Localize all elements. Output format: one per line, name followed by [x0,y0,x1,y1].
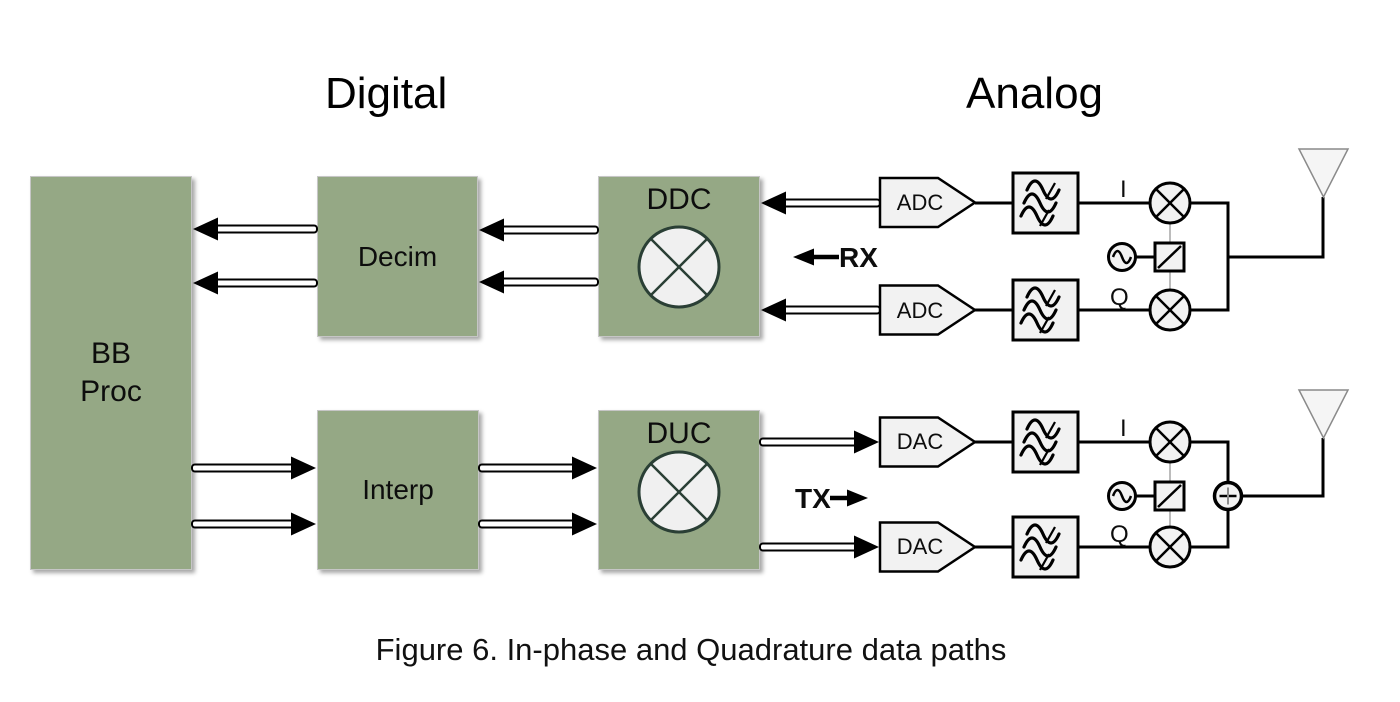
adc-i-label: ADC [896,190,944,215]
bandpass-filter-icon [1011,171,1080,235]
block-ddc: DDC [598,176,760,337]
bandpass-filter-icon [1011,515,1080,579]
double-arrow-right [759,430,879,454]
adc-q-shape [878,284,978,336]
mixer-icon [1148,420,1192,464]
block-bb-proc: BB Proc [30,176,192,570]
double-arrow-left [479,218,599,242]
double-arrow-left [479,270,599,294]
dac-q-shape [878,521,978,573]
double-arrow-right [191,512,316,536]
double-arrow-right [478,512,597,536]
double-arrow-left [193,271,318,295]
converter-shapes [878,176,978,573]
mixer-icon [1148,181,1192,225]
tx-antenna-icon [1298,389,1349,496]
phase-shift-icon [1153,480,1186,512]
local-oscillator-icon [1107,481,1137,511]
section-heading-digital: Digital [325,69,448,118]
rx-q-label: Q [1110,284,1129,311]
analog-wires [975,197,1325,549]
block-ddc-label: DDC [646,183,712,216]
block-decim: Decim [317,176,478,337]
rx-i-label: I [1120,176,1127,203]
phase-shift-icon [1153,241,1186,273]
block-bb-proc-label: BB Proc [80,337,142,408]
tx-direction-arrow [830,489,868,507]
dac-i-shape [878,416,978,468]
double-arrow-right [759,535,879,559]
dac-i-label: DAC [896,429,944,454]
rx-label: RX [839,242,878,273]
bus-arrows-rx [193,191,881,322]
dac-q-label: DAC [896,534,944,559]
tx-q-label: Q [1110,521,1129,548]
bus-arrows-tx [191,430,879,559]
duc-mixer-icon [637,450,721,534]
double-arrow-left [761,298,881,322]
double-arrow-right [191,456,316,480]
ddc-mixer-icon [637,225,721,309]
double-arrow-left [761,191,881,215]
block-interp: Interp [317,410,479,570]
rx-antenna-icon [1298,148,1349,257]
summing-node-icon [1212,480,1244,512]
rx-direction-arrow [793,248,839,266]
tx-label: TX [795,483,831,514]
double-arrow-right [478,456,597,480]
mixer-icon [1148,288,1192,332]
bandpass-filter-icon [1011,410,1080,474]
mixer-icon [1148,525,1192,569]
section-heading-analog: Analog [966,69,1104,118]
block-interp-label: Interp [362,474,434,505]
block-decim-label: Decim [357,240,438,272]
bandpass-filter-icon [1011,278,1080,342]
adc-i-shape [878,176,978,229]
tx-i-label: I [1120,415,1127,442]
block-duc-label: DUC [646,417,712,450]
figure-caption: Figure 6. In-phase and Quadrature data p… [375,632,1007,667]
double-arrow-left [193,217,318,241]
adc-q-label: ADC [896,298,944,323]
local-oscillator-icon [1107,242,1137,272]
